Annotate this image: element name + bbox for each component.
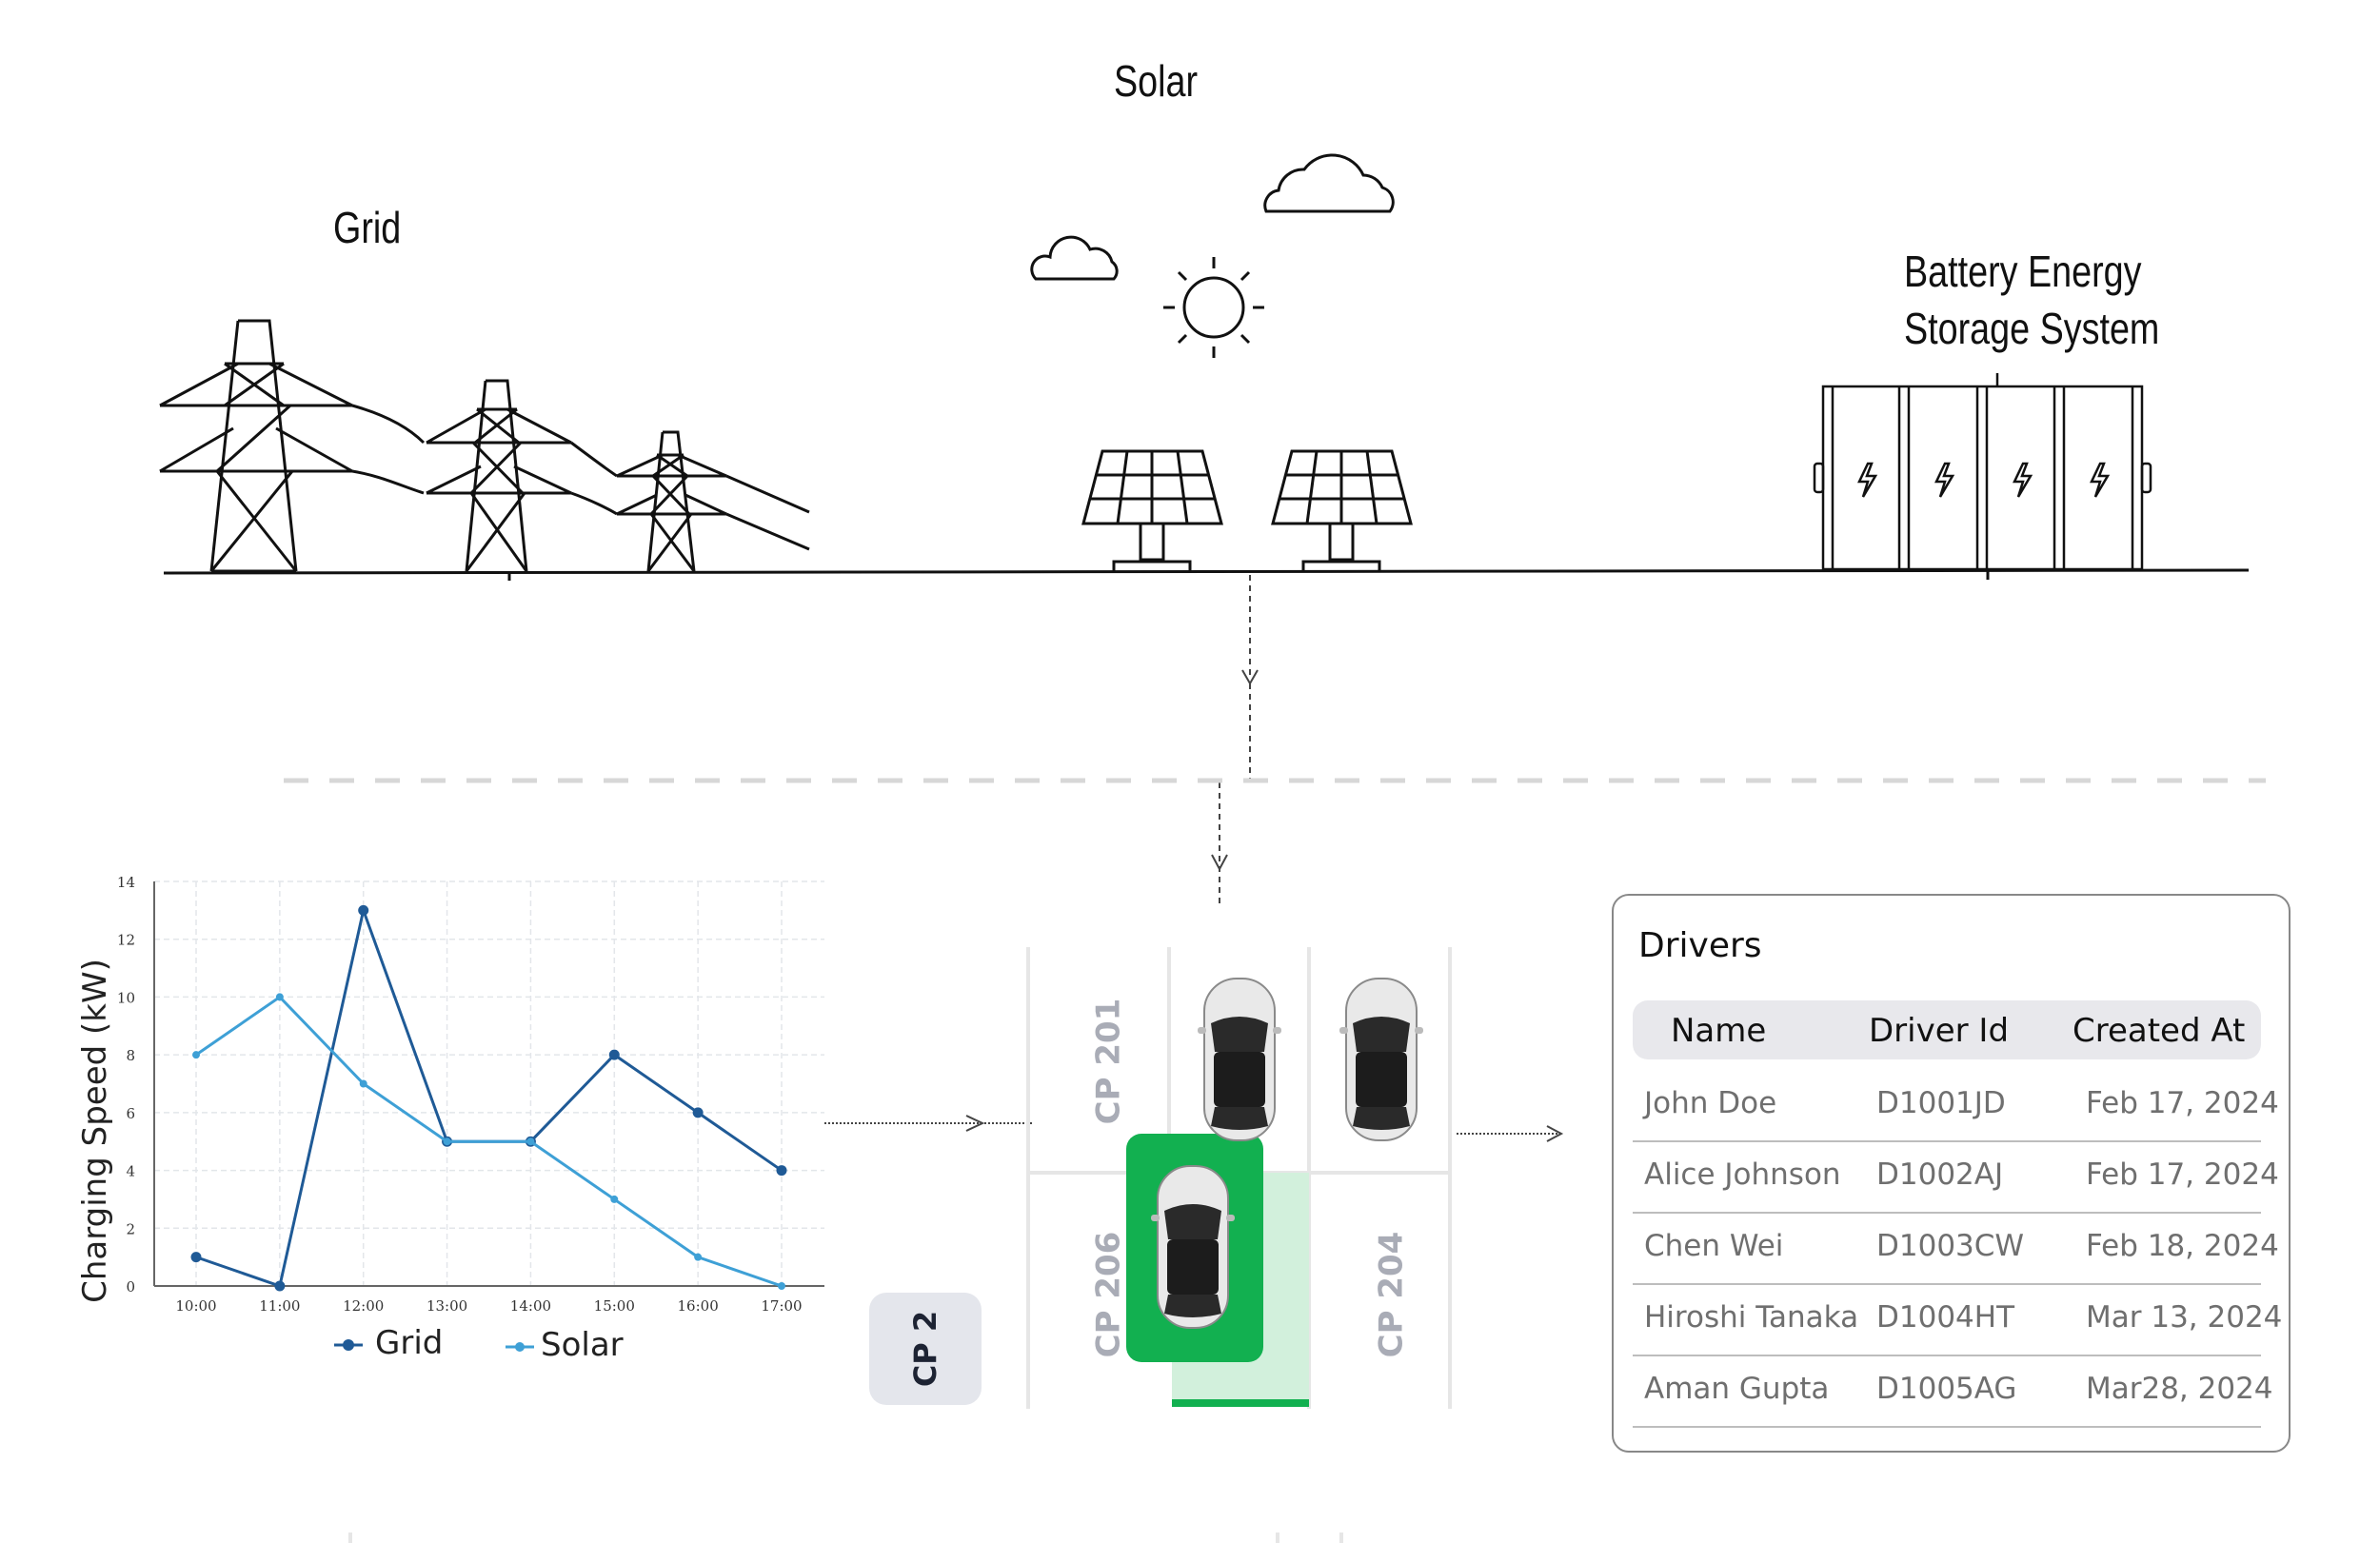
data-point-grid <box>358 904 369 916</box>
x-tick-label: 15:00 <box>594 1297 635 1315</box>
table-row[interactable]: Aman Gupta D1005AG Mar28, 2024 <box>1633 1355 2273 1428</box>
column-header-name[interactable]: Name <box>1671 1012 1767 1050</box>
x-tick-label: 11:00 <box>259 1297 300 1315</box>
cell-name: Hiroshi Tanaka <box>1644 1300 1859 1335</box>
table-row[interactable]: Alice Johnson D1002AJ Feb 17, 2024 <box>1633 1140 2279 1214</box>
solar-header: Solar <box>1114 56 1199 106</box>
drivers-panel: Drivers Name Driver Id Created At John D… <box>1612 894 2291 1453</box>
y-tick-label: 4 <box>126 1163 135 1180</box>
active-bay-bar <box>1172 1399 1309 1407</box>
cell-driver-id: D1005AG <box>1876 1372 2017 1406</box>
column-header-created-at[interactable]: Created At <box>2073 1012 2246 1050</box>
column-header-driver-id[interactable]: Driver Id <box>1869 1012 2010 1050</box>
x-tick-label: 17:00 <box>761 1297 802 1315</box>
x-tick-label: 12:00 <box>343 1297 384 1315</box>
data-point-grid <box>692 1107 704 1118</box>
cell-driver-id: D1004HT <box>1876 1300 2015 1335</box>
bess-header-line1: Battery Energy <box>1904 247 2142 296</box>
y-tick-label: 2 <box>126 1220 135 1237</box>
sun-icon <box>1163 257 1264 358</box>
data-point-grid <box>274 1280 286 1292</box>
x-tick-label: 10:00 <box>175 1297 216 1315</box>
cell-name: Chen Wei <box>1644 1229 1784 1263</box>
data-point-solar <box>526 1137 535 1146</box>
bess-header-line2: Storage System <box>1904 304 2160 353</box>
data-point-grid <box>608 1049 620 1060</box>
series-line-solar <box>195 995 783 1288</box>
cell-created-at: Mar 13, 2024 <box>2086 1300 2283 1335</box>
y-tick-label: 0 <box>126 1278 135 1296</box>
cell-driver-id: D1003CW <box>1876 1229 2025 1263</box>
ground-line <box>163 568 2250 575</box>
cell-created-at: Feb 17, 2024 <box>2086 1086 2279 1120</box>
data-point-solar <box>443 1137 451 1146</box>
table-row[interactable]: John Doe D1001JD Feb 17, 2024 <box>1633 1069 2279 1142</box>
drivers-table-header: Name Driver Id Created At <box>1633 1000 2261 1059</box>
data-point-solar <box>778 1282 785 1290</box>
data-point-solar <box>610 1195 619 1203</box>
x-tick-label: 13:00 <box>426 1297 467 1315</box>
flow-connectors <box>824 575 1564 1142</box>
chart-y-axis-label: Charging Speed (kW) <box>76 959 114 1303</box>
legend-label-grid: Grid <box>375 1324 444 1362</box>
y-tick-label: 14 <box>117 874 135 891</box>
legend-marker-solar-dot <box>515 1342 525 1352</box>
charge-point-cp2-button[interactable]: CP 2 <box>869 1293 982 1405</box>
legend-marker-grid-dot <box>343 1339 354 1351</box>
data-point-solar <box>275 993 284 1001</box>
battery-storage-icon <box>1813 373 2152 571</box>
y-tick-label: 12 <box>117 932 135 949</box>
data-point-grid <box>190 1252 202 1263</box>
y-tick-label: 6 <box>126 1105 135 1122</box>
legend-label-solar: Solar <box>541 1326 624 1364</box>
transmission-tower-icon <box>159 319 810 573</box>
table-row[interactable]: Hiroshi Tanaka D1004HT Mar 13, 2024 <box>1633 1283 2282 1356</box>
grid-header: Grid <box>333 203 402 252</box>
cell-created-at: Feb 17, 2024 <box>2086 1157 2279 1192</box>
cell-name: John Doe <box>1644 1086 1777 1120</box>
x-tick-label: 16:00 <box>678 1297 719 1315</box>
solar-panel-icon <box>1081 449 1413 571</box>
x-tick-label: 14:00 <box>510 1297 551 1315</box>
cell-name: Alice Johnson <box>1644 1157 1841 1192</box>
drivers-title: Drivers <box>1638 926 1762 965</box>
table-row[interactable]: Chen Wei D1003CW Feb 18, 2024 <box>1633 1212 2279 1285</box>
series-line-grid <box>195 904 783 1288</box>
y-tick-label: 10 <box>117 989 135 1006</box>
cell-name: Aman Gupta <box>1644 1372 1830 1406</box>
data-point-solar <box>359 1079 367 1088</box>
data-point-solar <box>694 1253 703 1261</box>
cell-driver-id: D1002AJ <box>1876 1157 2004 1192</box>
cell-created-at: Mar28, 2024 <box>2086 1372 2273 1406</box>
data-point-solar <box>192 1051 200 1059</box>
cloud-icon <box>1030 153 1395 281</box>
cell-created-at: Feb 18, 2024 <box>2086 1229 2279 1263</box>
data-point-grid <box>776 1165 787 1177</box>
y-tick-label: 8 <box>126 1047 135 1064</box>
cell-driver-id: D1001JD <box>1876 1086 2006 1120</box>
